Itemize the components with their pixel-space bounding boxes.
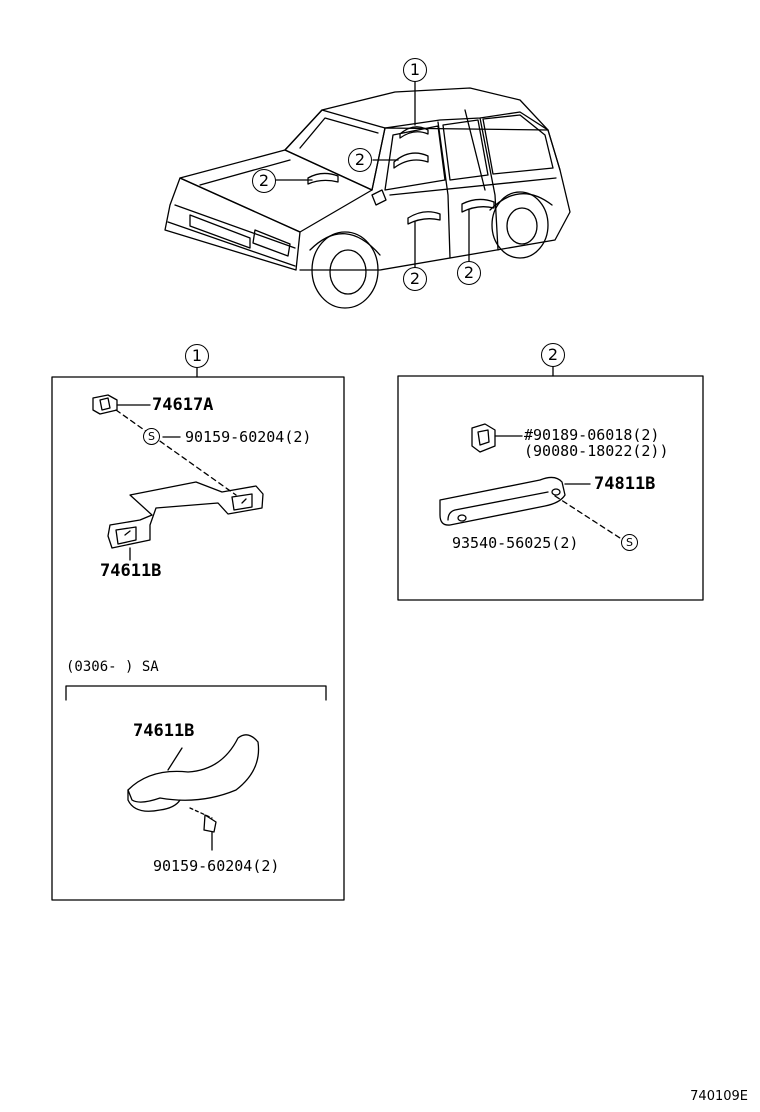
variant-range-label: (0306- ) SA bbox=[66, 659, 159, 675]
car-grip-front-upper bbox=[393, 152, 429, 169]
panel-1 bbox=[51, 367, 345, 901]
part-label-93540-56025: 93540-56025(2) bbox=[452, 534, 579, 552]
car-grip-rear-side bbox=[461, 198, 495, 213]
vehicle-illustration bbox=[164, 81, 571, 309]
part-label-90159-60204-variant: 90159-60204(2) bbox=[153, 857, 280, 875]
panel2-callout: 2 bbox=[541, 343, 565, 367]
panel-2 bbox=[397, 366, 704, 601]
car-callout-rear-door: 2 bbox=[403, 267, 427, 291]
car-callout-passenger: 2 bbox=[252, 169, 276, 193]
part-label-90189-06018: #90189-06018(2) bbox=[524, 426, 660, 444]
part-label-74811B: 74811B bbox=[594, 474, 656, 494]
panel1-callout: 1 bbox=[185, 344, 209, 368]
car-callout-front-upper: 2 bbox=[348, 148, 372, 172]
part-label-74611B-top: 74611B bbox=[100, 561, 162, 581]
car-callout-rear-side: 2 bbox=[457, 261, 481, 285]
panel1-variant-grip-74611B bbox=[127, 734, 260, 851]
part-label-90159-60204-top: 90159-60204(2) bbox=[185, 428, 312, 446]
screw-symbol-panel2: S bbox=[621, 534, 638, 551]
part-label-74617A: 74617A bbox=[152, 395, 214, 415]
screw-symbol-panel1: S bbox=[143, 428, 160, 445]
panel1-grip-74611B bbox=[107, 481, 264, 561]
car-callout-roof: 1 bbox=[403, 58, 427, 82]
panel2-grip-74811B bbox=[439, 476, 591, 526]
diagram-code: 740109E bbox=[690, 1089, 748, 1104]
car-grip-passenger bbox=[307, 172, 339, 185]
panel1-clip-74617A bbox=[92, 394, 151, 415]
part-label-90080-18022: (90080-18022(2)) bbox=[524, 442, 669, 460]
car-grip-roof bbox=[399, 126, 429, 139]
panel2-clip bbox=[471, 423, 523, 453]
car-grip-rear-door bbox=[407, 211, 441, 225]
part-label-74611B-variant: 74611B bbox=[133, 721, 195, 741]
